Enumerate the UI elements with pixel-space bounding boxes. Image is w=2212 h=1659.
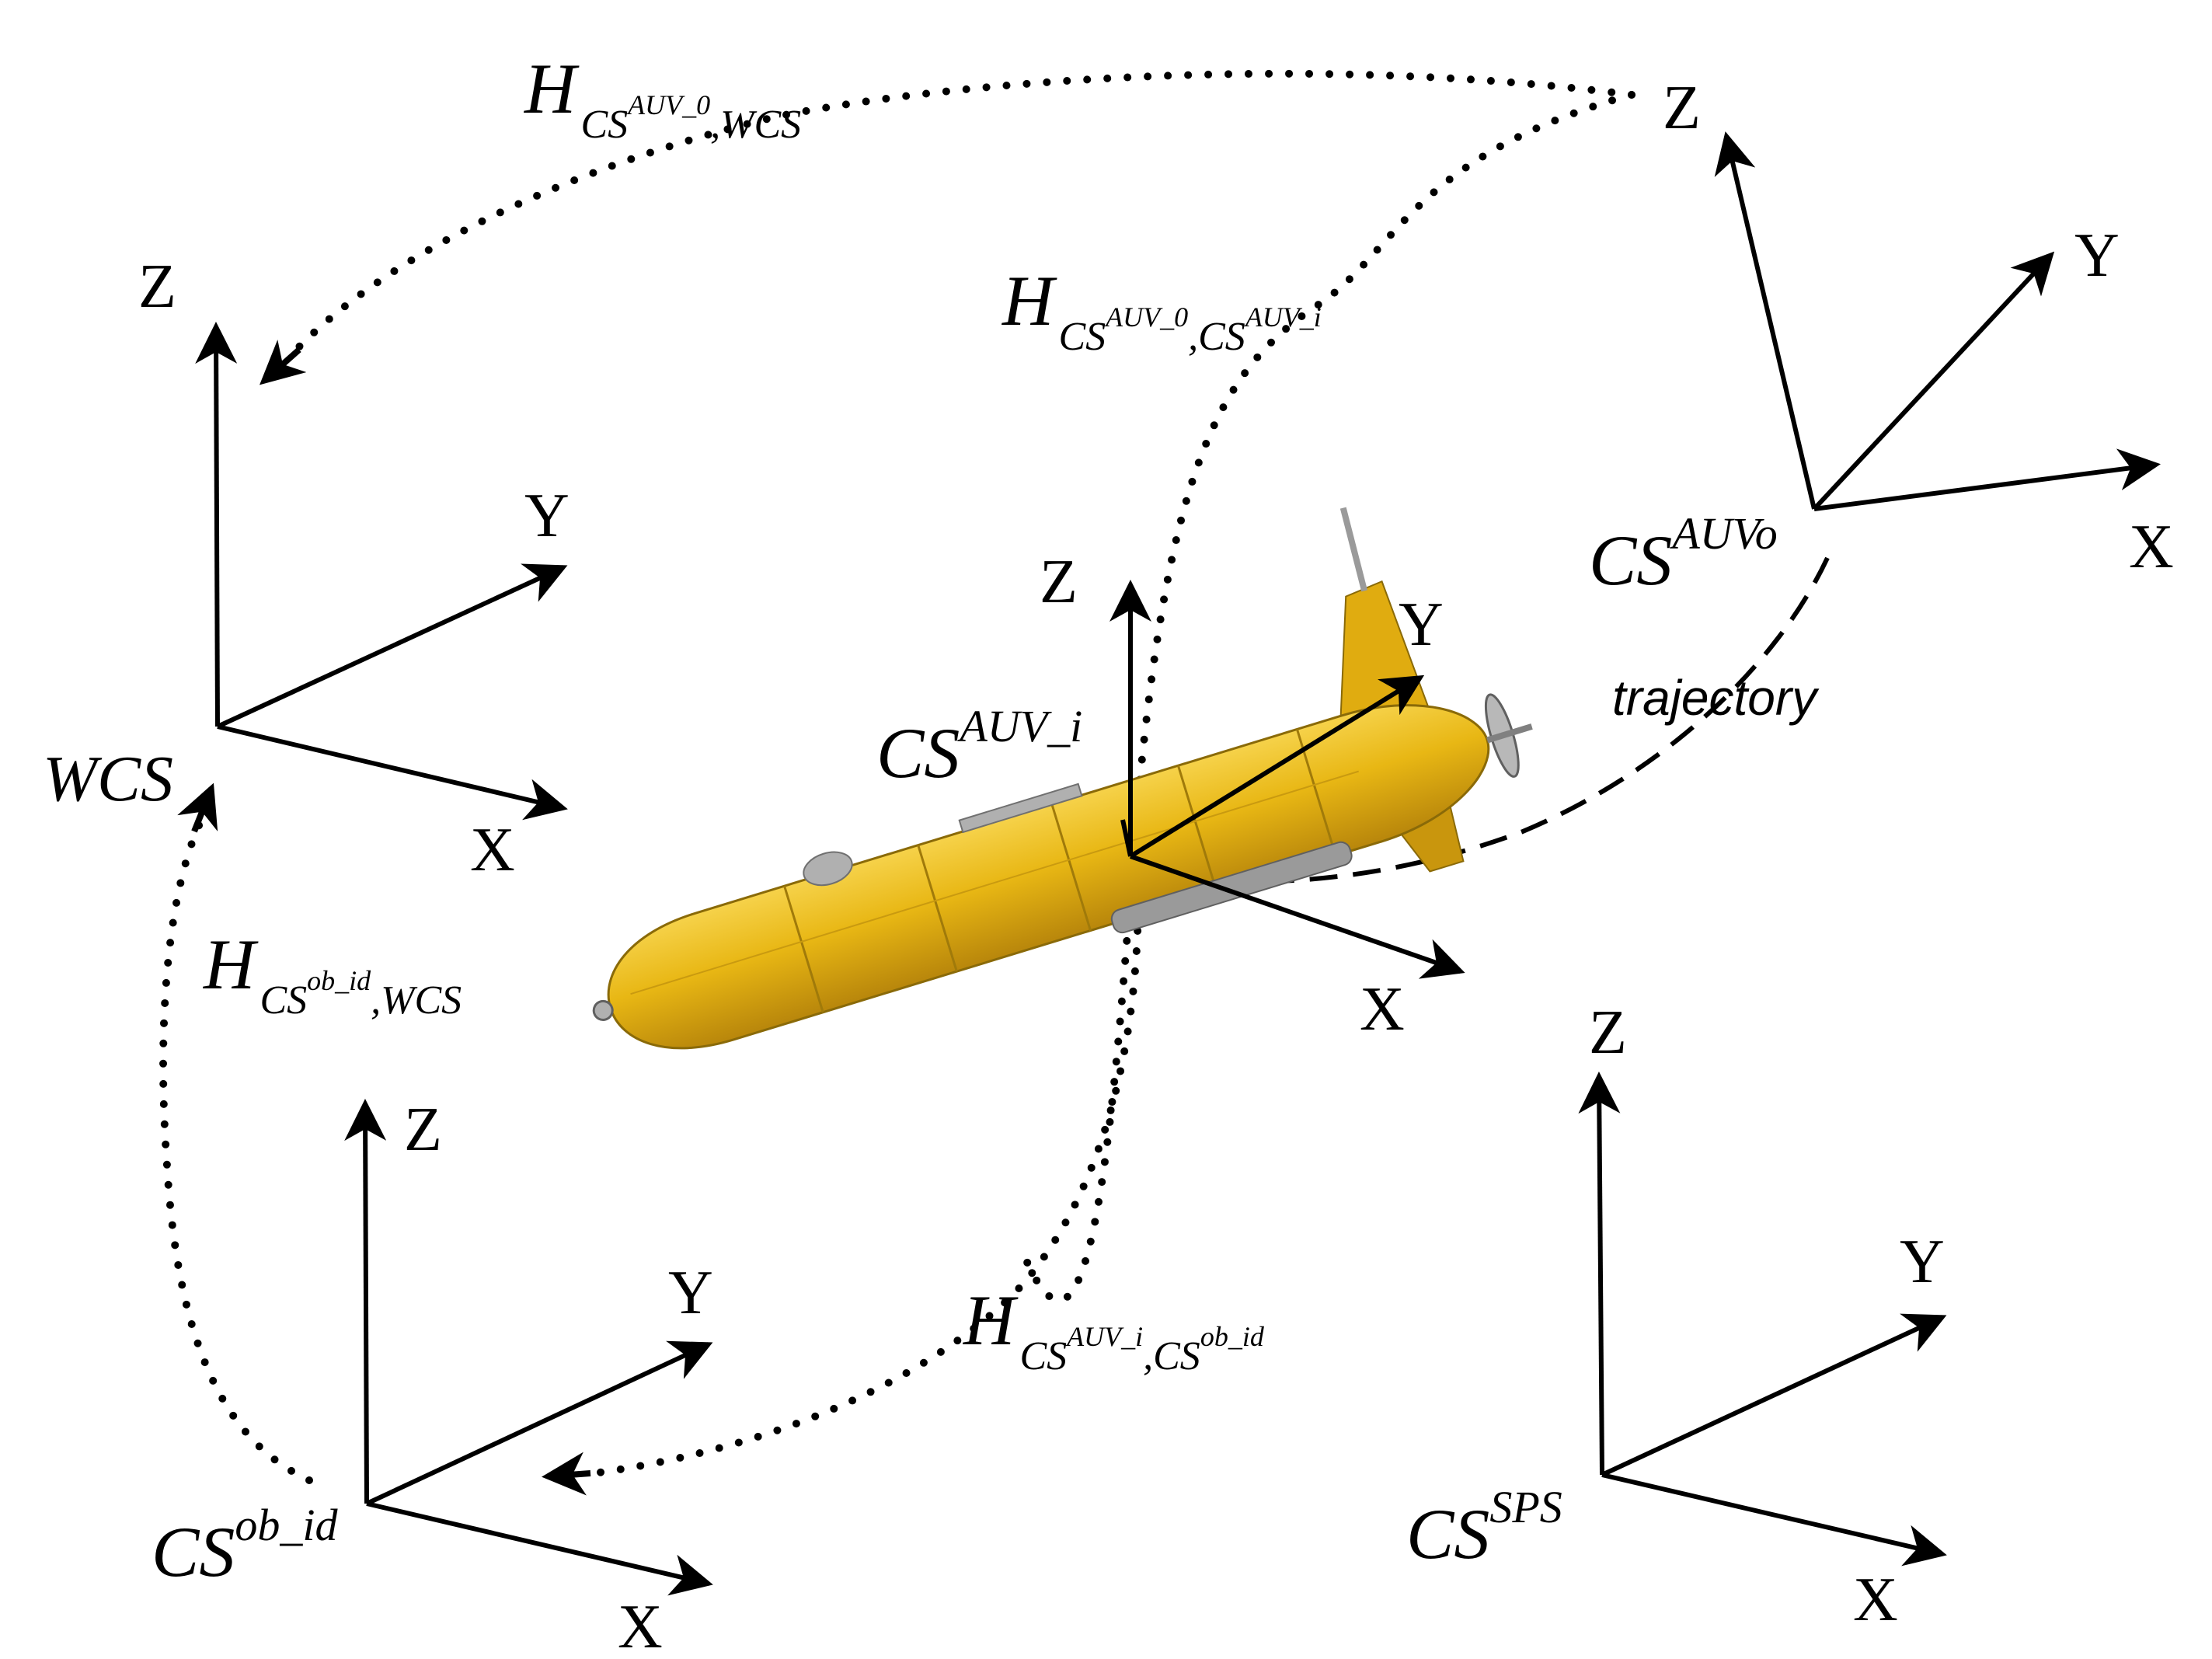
- frame-cs-auvo: Z Y X CSAUVo: [1589, 74, 2174, 600]
- sps-x-label: X: [1853, 1566, 1898, 1634]
- auvi-z-label: Z: [1040, 548, 1078, 616]
- trajectory-label: trajectory: [1612, 670, 1820, 726]
- sps-z-label: Z: [1589, 999, 1627, 1067]
- trajectory-path: [1211, 556, 1830, 884]
- transform-path-auv0-wcs: [284, 69, 1635, 363]
- wcs-y-label: Y: [524, 482, 570, 550]
- wcs-y-axis: [216, 563, 568, 729]
- sps-y-axis: [1601, 1313, 1947, 1477]
- auvi-origin-tick: [1120, 819, 1133, 857]
- obid-y-label: Y: [668, 1259, 713, 1327]
- arrowhead-wcs-bottom: [177, 782, 218, 833]
- auvo-z-label: Z: [1663, 74, 1701, 142]
- frame-cs-sps: Z Y X CSSPS: [1406, 999, 1947, 1634]
- obid-x-axis: [366, 1501, 713, 1596]
- sps-x-axis: [1601, 1473, 1947, 1567]
- obid-z-axis: [344, 1099, 387, 1504]
- wcs-z-axis: [195, 322, 238, 727]
- obid-frame-label: CSob_id: [152, 1500, 338, 1591]
- sps-z-axis: [1578, 1072, 1621, 1476]
- auvi-frame-label: CSAUV_i: [876, 701, 1082, 793]
- obid-y-axis: [365, 1340, 713, 1506]
- arrowhead-wcs-top: [260, 340, 307, 385]
- frame-cs-ob-id: Z Y X CSob_id: [152, 1096, 713, 1659]
- arrowhead-obid: [542, 1452, 591, 1496]
- transform-path-auv0-auvi: [1022, 91, 1635, 1305]
- sps-frame-label: CSSPS: [1406, 1482, 1562, 1574]
- auvo-x-axis: [1813, 448, 2161, 511]
- auvo-z-axis: [1714, 131, 1817, 510]
- auv-submarine-icon: [592, 507, 1533, 1050]
- frame-cs-auv-i: Z Y X CSAUV_i: [876, 548, 1465, 1044]
- obid-z-label: Z: [404, 1096, 442, 1164]
- auvo-y-label: Y: [2074, 221, 2120, 290]
- auvi-y-axis: [1129, 674, 1425, 859]
- auvi-x-label: X: [1360, 975, 1405, 1044]
- wcs-x-axis: [217, 724, 568, 821]
- wcs-z-label: Z: [138, 253, 176, 321]
- auvo-frame-label: CSAUVo: [1589, 508, 1778, 600]
- frame-wcs: Z Y X WCS: [43, 253, 570, 884]
- auvo-x-label: X: [2129, 513, 2174, 581]
- sps-y-label: Y: [1900, 1228, 1945, 1296]
- transform-path-obid-wcs: [159, 812, 313, 1484]
- wcs-frame-label: WCS: [43, 743, 173, 815]
- wcs-x-label: X: [470, 816, 515, 884]
- auvi-y-label: Y: [1399, 591, 1444, 659]
- auvo-y-axis: [1812, 251, 2055, 511]
- obid-x-label: X: [618, 1593, 663, 1659]
- auvi-x-axis: [1130, 854, 1465, 979]
